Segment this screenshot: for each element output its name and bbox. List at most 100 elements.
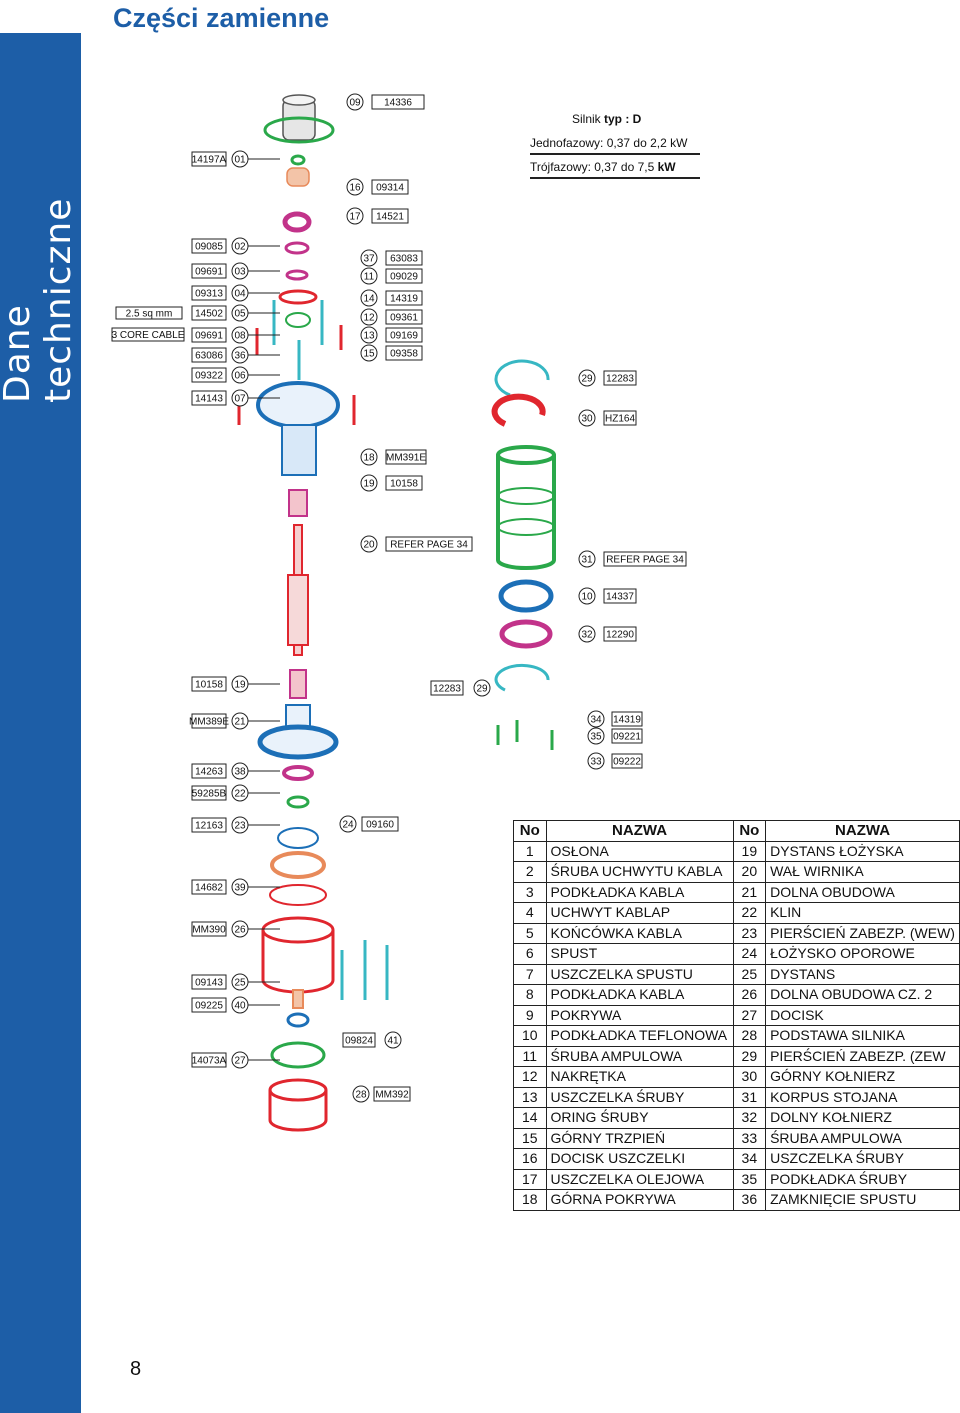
part-name: NAKRĘTKA: [545, 1066, 734, 1088]
part-code-right-box: [342, 1032, 376, 1048]
part-code-right-box: [385, 268, 423, 284]
part-number: 1: [513, 840, 547, 862]
cover-flange: [263, 116, 335, 144]
part-code-right: MM392: [375, 1090, 409, 1101]
part-number: 21: [732, 881, 767, 903]
callout-number-right-circle: [346, 93, 364, 111]
callout-number: 19: [234, 680, 246, 691]
callout-number-right: 30: [581, 414, 593, 425]
part-code-right-box: [361, 816, 399, 832]
callout-number-right: 28: [355, 1090, 367, 1101]
part-code: 14197A: [192, 155, 227, 166]
teflon-washer: [498, 579, 554, 613]
callout-number-right: 16: [349, 183, 361, 194]
callout-number-right-circle: [578, 587, 596, 605]
part-name: USZCZELKA ŚRUBY: [545, 1086, 734, 1108]
part-code: 09143: [195, 978, 223, 989]
part-name: OSŁONA: [545, 840, 734, 862]
part-name: KOŃCÓWKA KABLA: [545, 922, 734, 944]
part-code: MM390: [192, 925, 226, 936]
part-code-box: [191, 763, 227, 779]
part-name: ŚRUBA AMPULOWA: [765, 1127, 960, 1149]
part-code-right: 09361: [390, 313, 418, 324]
col-header-name: NAZWA: [545, 820, 734, 842]
part-number: 11: [513, 1045, 547, 1067]
part-number: 22: [732, 902, 767, 924]
part-code: 63086: [195, 351, 223, 362]
callout-number: 01: [234, 155, 246, 166]
callout-number-right: 15: [363, 349, 375, 360]
part-code-right: 09029: [390, 272, 418, 283]
lower-oring: [282, 765, 314, 781]
part-code-right: 09160: [366, 820, 394, 831]
part-number: 35: [732, 1168, 767, 1190]
part-name: PODKŁADKA TEFLONOWA: [545, 1025, 734, 1047]
bearing-spacer: [288, 489, 308, 517]
part-code-box: [191, 263, 227, 279]
part-code: 09691: [195, 331, 223, 342]
part-code-right-box: [385, 250, 423, 266]
part-code-right: 63083: [390, 254, 418, 265]
cable-core-label-box: [111, 327, 185, 342]
part-code-box: [191, 390, 227, 406]
part-name: GÓRNA POKRYWA: [545, 1189, 734, 1211]
green-washer: [285, 312, 311, 328]
part-name: GÓRNY KOŁNIERZ: [765, 1066, 960, 1088]
part-code-right: 14319: [390, 294, 418, 305]
part-name: PODKŁADKA KABLA: [545, 984, 734, 1006]
callout-number: 26: [234, 925, 246, 936]
lower-housing-flange: [257, 724, 339, 760]
part-code-box: [191, 997, 227, 1013]
part-name: POKRYWA: [545, 1004, 734, 1026]
part-code-right: 09358: [390, 349, 418, 360]
callout-number-right: 24: [342, 820, 354, 831]
callout-number: 25: [234, 978, 246, 989]
callout-number-right-circle: [360, 267, 378, 285]
part-number: 31: [732, 1086, 767, 1108]
lower-housing-2-top: [261, 916, 335, 944]
part-code-right-box: [611, 728, 643, 744]
callout-number-right-circle: [578, 550, 596, 568]
callout-number: 36: [234, 351, 246, 362]
callout-number-right: 20: [363, 540, 375, 551]
callout-number-right: 17: [349, 212, 361, 223]
part-code-right-box: [385, 290, 423, 306]
part-code-right-box: [385, 449, 427, 465]
part-number: 3: [513, 881, 547, 903]
part-code-right: 12283: [433, 684, 461, 695]
part-name: PODKŁADKA ŚRUBY: [765, 1168, 960, 1190]
amp-bolts: [496, 720, 554, 750]
callout-number-right: 34: [590, 715, 602, 726]
rotor-body: [287, 574, 309, 646]
upper-collar: [491, 393, 546, 427]
part-name: USZCZELKA OLEJOWA: [545, 1168, 734, 1190]
stator-top: [496, 445, 556, 465]
callout-number-right: 32: [581, 630, 593, 641]
callout-number-right: 29: [476, 684, 488, 695]
part-name: PODKŁADKA KABLA: [545, 881, 734, 903]
part-code-right: MM391E: [386, 453, 426, 464]
red-gasket: [269, 884, 327, 906]
col-header-no-2: No: [732, 820, 767, 842]
part-number: 25: [732, 963, 767, 985]
part-code-right: 09314: [376, 183, 404, 194]
callout-number-right-circle: [360, 249, 378, 267]
part-code-right: 12283: [606, 374, 634, 385]
part-number: 6: [513, 943, 547, 965]
part-code: 12163: [195, 821, 223, 832]
callout-number: 40: [234, 1001, 246, 1012]
callout-number-right-circle: [360, 326, 378, 344]
callout-number-right-circle: [346, 178, 364, 196]
part-number: 33: [732, 1127, 767, 1149]
part-name: PIERŚCIEŃ ZABEZP. (ZEW: [765, 1045, 960, 1067]
part-code-right-box: [611, 753, 643, 769]
part-number: 7: [513, 963, 547, 985]
teal-screws: [272, 300, 324, 380]
